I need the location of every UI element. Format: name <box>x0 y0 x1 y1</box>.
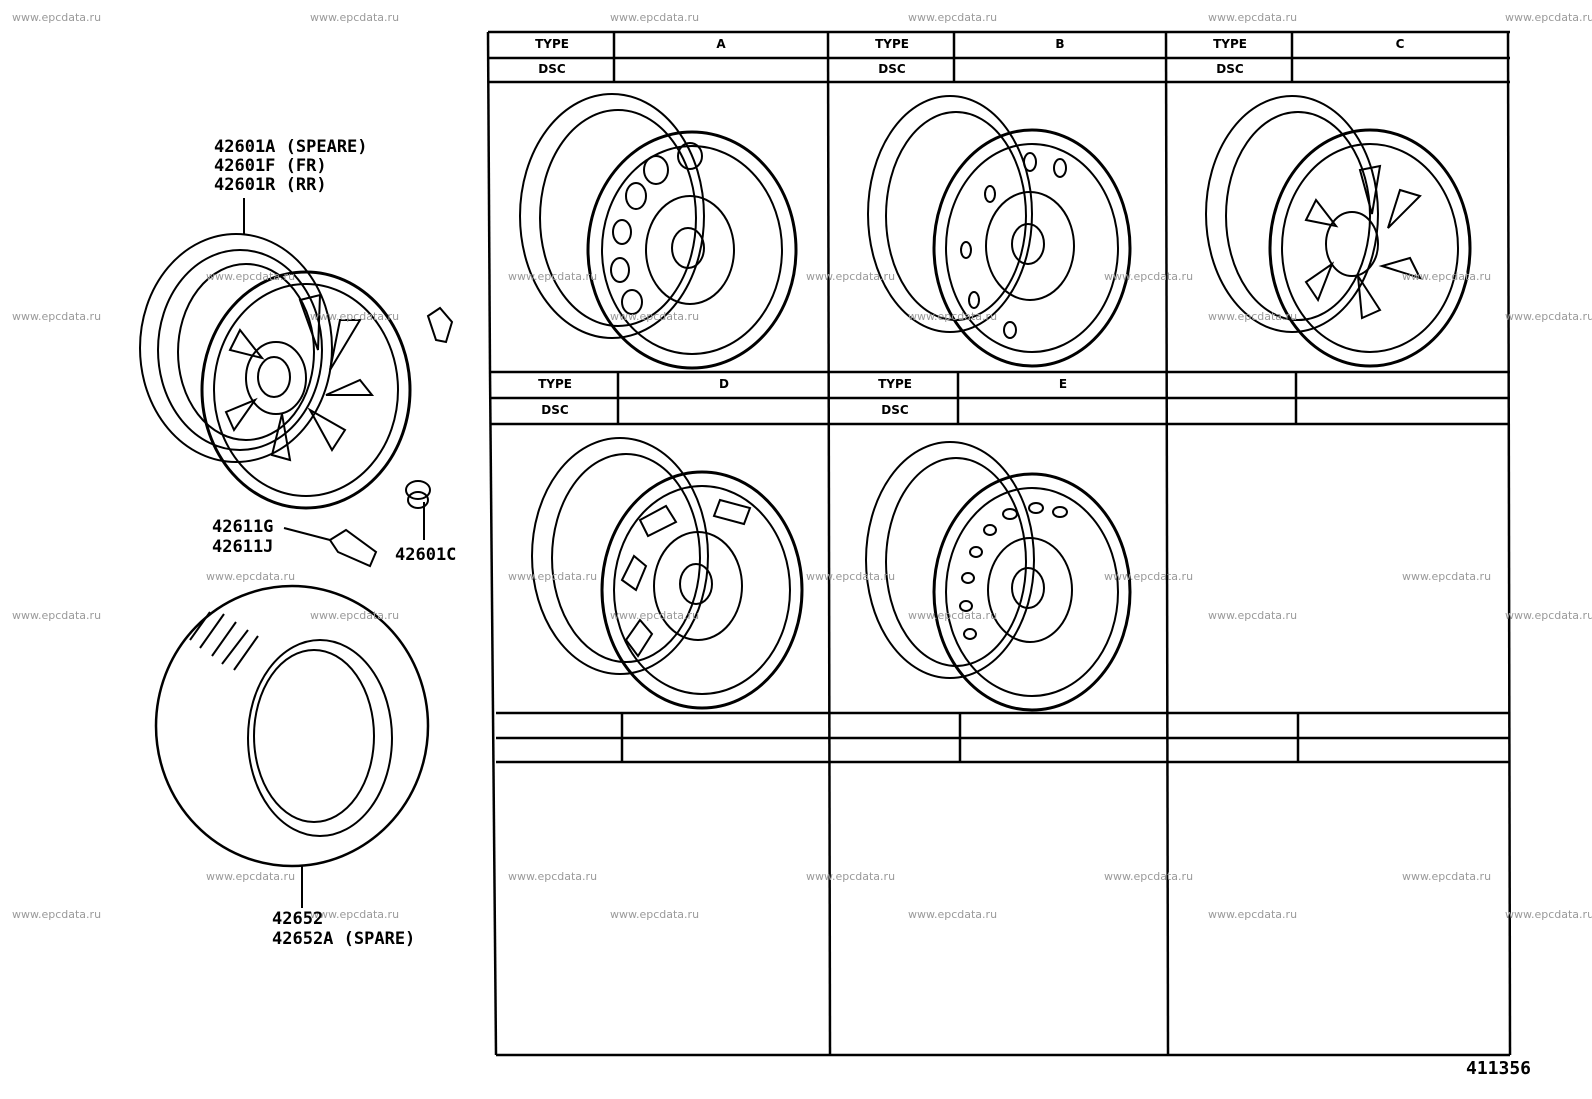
watermark: www.epcdata.ru <box>12 908 102 921</box>
watermark: www.epcdata.ru <box>206 570 296 583</box>
wheel-type-c-drawing <box>1205 95 1472 368</box>
watermark: www.epcdata.ru <box>806 270 896 283</box>
watermark: www.epcdata.ru <box>206 870 296 883</box>
dsc-header: DSC <box>1216 62 1244 76</box>
watermark: www.epcdata.ru <box>12 609 102 622</box>
type-grid <box>486 30 1512 1057</box>
type-value-e: E <box>1058 377 1068 391</box>
hub-cap-drawing <box>405 480 431 540</box>
type-header: TYPE <box>1213 37 1247 51</box>
part-label-wheel-spare: 42601A (SPEARE) <box>214 137 368 157</box>
type-header: TYPE <box>878 377 912 391</box>
watermark: www.epcdata.ru <box>908 310 998 323</box>
balance-weight-drawing <box>426 306 454 344</box>
watermark: www.epcdata.ru <box>310 11 400 24</box>
watermark: www.epcdata.ru <box>610 11 700 24</box>
type-header: TYPE <box>538 377 572 391</box>
watermark: www.epcdata.ru <box>1104 870 1194 883</box>
watermark: www.epcdata.ru <box>1402 270 1492 283</box>
watermark: www.epcdata.ru <box>908 908 998 921</box>
dsc-header: DSC <box>881 403 909 417</box>
watermark: www.epcdata.ru <box>610 310 700 323</box>
figure-number: 411356 <box>1466 1058 1532 1079</box>
watermark: www.epcdata.ru <box>610 609 700 622</box>
watermark: www.epcdata.ru <box>1505 908 1592 921</box>
watermark: www.epcdata.ru <box>206 270 296 283</box>
part-label-hub-cap: 42601C <box>395 545 457 565</box>
type-header: TYPE <box>535 37 569 51</box>
type-value-b: B <box>1055 37 1065 51</box>
watermark: www.epcdata.ru <box>806 570 896 583</box>
wheel-type-a-drawing <box>519 93 798 370</box>
part-label-valve-j: 42611J <box>212 537 274 557</box>
dsc-header: DSC <box>878 62 906 76</box>
watermark: www.epcdata.ru <box>1208 908 1298 921</box>
wheel-type-d-drawing <box>531 437 804 710</box>
part-label-tire: 42652 <box>272 909 324 929</box>
dsc-header: DSC <box>538 62 566 76</box>
part-label-tire-spare: 42652A (SPARE) <box>272 929 416 949</box>
watermark: www.epcdata.ru <box>1402 870 1492 883</box>
watermark: www.epcdata.ru <box>908 11 998 24</box>
tire-drawing <box>154 584 430 908</box>
dsc-header: DSC <box>541 403 569 417</box>
watermark: www.epcdata.ru <box>1402 570 1492 583</box>
watermark: www.epcdata.ru <box>610 908 700 921</box>
watermark: www.epcdata.ru <box>508 570 598 583</box>
watermark: www.epcdata.ru <box>908 609 998 622</box>
type-value-a: A <box>716 37 726 51</box>
watermark: www.epcdata.ru <box>1505 310 1592 323</box>
part-label-wheel-front: 42601F (FR) <box>214 156 327 176</box>
alloy-wheel-drawing <box>139 198 412 510</box>
watermark: www.epcdata.ru <box>1505 11 1592 24</box>
type-value-c: C <box>1395 37 1405 51</box>
watermark: www.epcdata.ru <box>1208 310 1298 323</box>
watermark: www.epcdata.ru <box>806 870 896 883</box>
watermark: www.epcdata.ru <box>1104 270 1194 283</box>
valve-stem-drawing <box>283 527 378 568</box>
watermark: www.epcdata.ru <box>1208 609 1298 622</box>
watermark: www.epcdata.ru <box>12 11 102 24</box>
watermark: www.epcdata.ru <box>310 609 400 622</box>
type-header: TYPE <box>875 37 909 51</box>
watermark: www.epcdata.ru <box>1208 11 1298 24</box>
watermark: www.epcdata.ru <box>1505 609 1592 622</box>
watermark: www.epcdata.ru <box>1104 570 1194 583</box>
watermark: www.epcdata.ru <box>508 270 598 283</box>
type-value-d: D <box>719 377 729 391</box>
wheel-type-b-drawing <box>867 95 1132 368</box>
watermark: www.epcdata.ru <box>508 870 598 883</box>
part-label-wheel-rear: 42601R (RR) <box>214 175 327 195</box>
watermark: www.epcdata.ru <box>12 310 102 323</box>
watermark: www.epcdata.ru <box>310 310 400 323</box>
wheel-type-e-drawing <box>865 441 1132 712</box>
watermark: www.epcdata.ru <box>310 908 400 921</box>
part-label-valve-g: 42611G <box>212 517 274 537</box>
